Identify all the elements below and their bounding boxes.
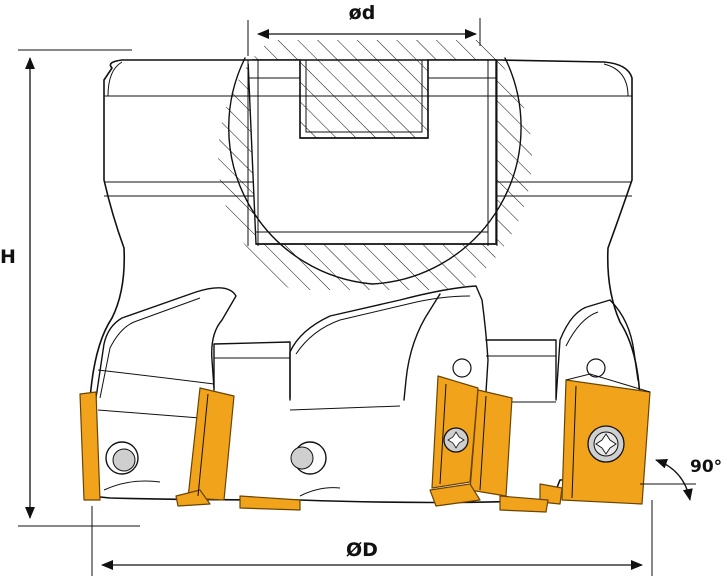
- lead-angle-label: 90°: [690, 457, 722, 477]
- dimension-cutter-diameter: ØD: [91, 500, 653, 576]
- insert-1: [79, 391, 101, 501]
- insert-facets: [197, 373, 651, 499]
- flute-pockets: [95, 285, 639, 497]
- dimension-bore-diameter: ød: [247, 2, 481, 56]
- pocket-screw-middle: [290, 441, 327, 475]
- insert-6: [539, 483, 563, 505]
- insert-2: [187, 387, 235, 501]
- pocket-screw-right: [452, 358, 606, 378]
- dimension-lead-angle: 90°: [640, 457, 722, 501]
- dimension-height: H: [0, 49, 140, 527]
- height-label: H: [0, 246, 16, 268]
- insert-3-edge: [429, 483, 481, 507]
- cutter-diameter-label: ØD: [346, 539, 378, 561]
- insert-4: [469, 389, 513, 497]
- insert-bottom-edge-2: [499, 495, 549, 513]
- insert-bottom-edge: [239, 495, 301, 511]
- bore-diameter-label: ød: [349, 2, 376, 24]
- bore-section-view: [218, 40, 532, 290]
- insert-2-edge: [175, 489, 211, 507]
- pocket-screw-left: [105, 441, 139, 475]
- torx-screw-icon: [443, 425, 625, 463]
